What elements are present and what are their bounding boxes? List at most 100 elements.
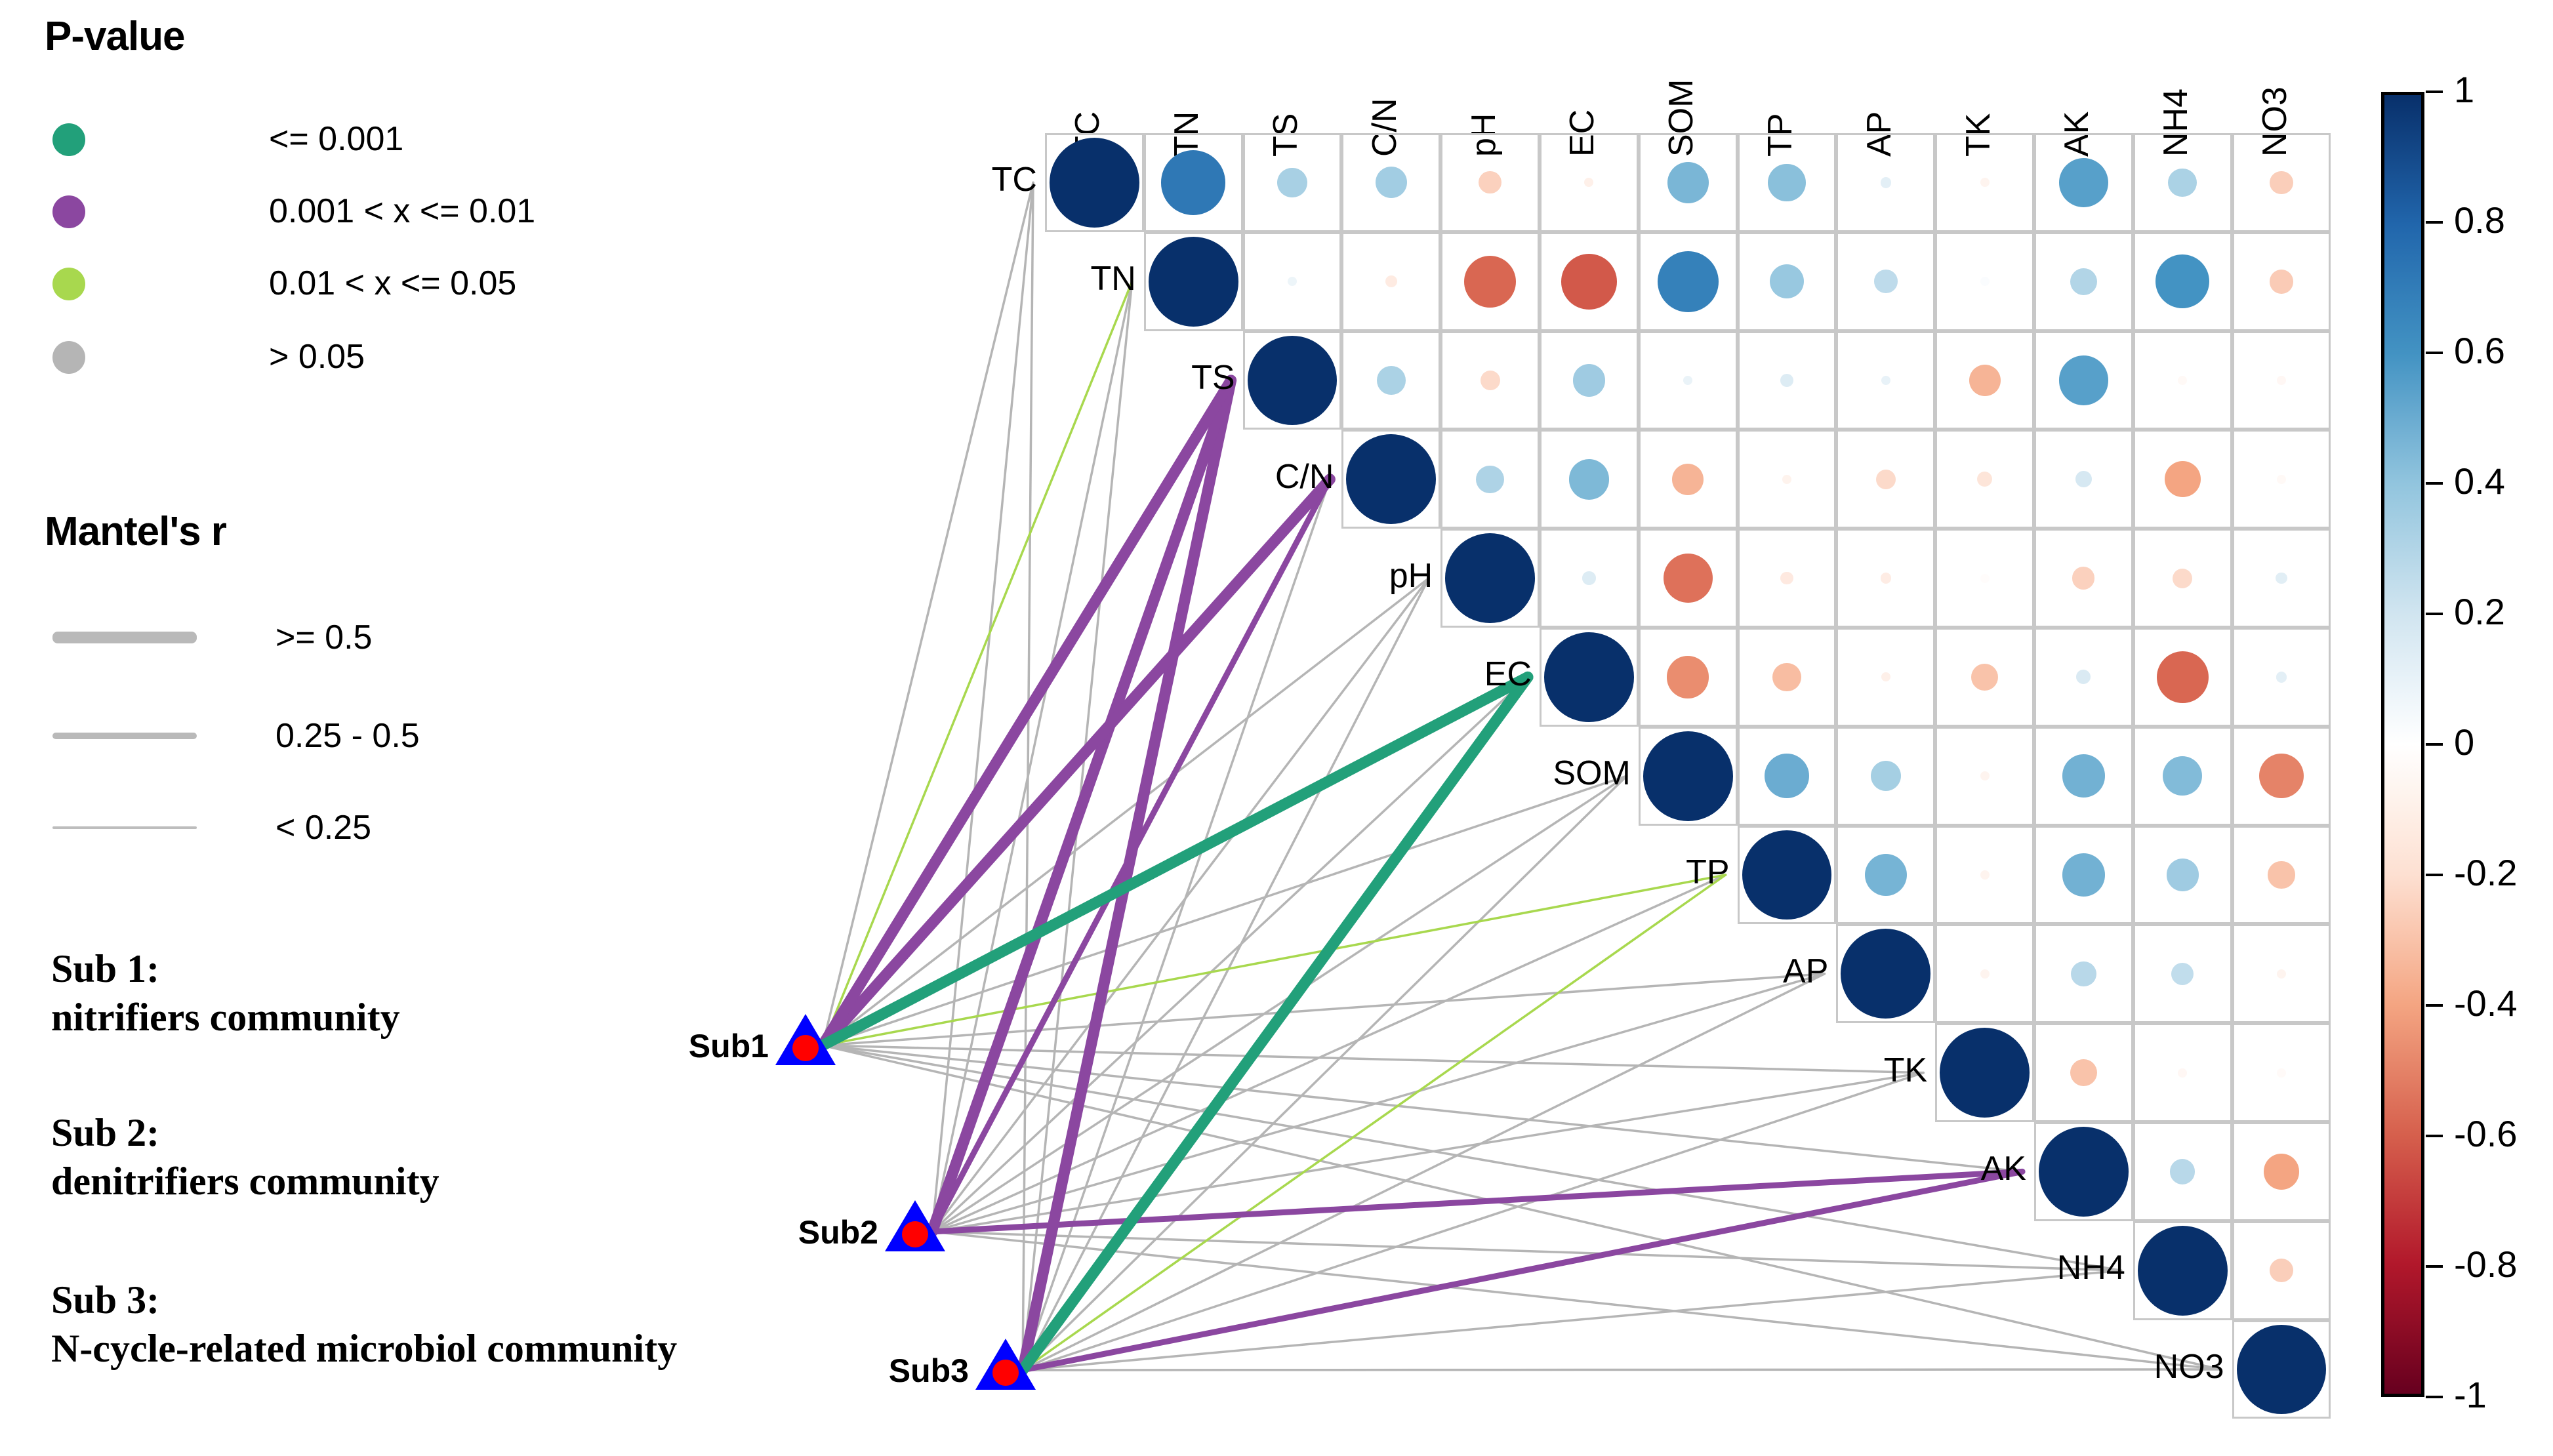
matrix-cell [1638,529,1738,628]
matrix-bubble [1969,365,2001,396]
colorbar-tick-mark [2426,482,2443,485]
mantel-edge [931,874,1727,1233]
matrix-row-header: TP [1686,853,1730,891]
mantel-legend-item: < 0.25 [39,807,695,853]
matrix-bubble [1881,375,1890,385]
matrix-cell [1836,133,1936,232]
mantel-edge [1021,280,1134,1371]
matrix-bubble [1880,573,1891,584]
node-center-dot-icon [902,1221,928,1247]
pvalue-legend-title: P-value [45,14,186,59]
mantel-legend-title: Mantel's r [45,509,227,554]
matrix-cell [1143,232,1243,331]
matrix-bubble [1561,253,1617,310]
matrix-bubble [1683,375,1693,385]
matrix-cell [1440,529,1540,628]
matrix-cell [1836,331,1936,430]
matrix-cell [2232,430,2331,529]
mantel-legend-label: >= 0.5 [276,618,373,657]
matrix-bubble [1976,472,1993,487]
matrix-cell [1737,331,1837,430]
matrix-cell [1935,133,2034,232]
subgroup-label: denitrifiers community [51,1160,439,1203]
matrix-cell [2232,825,2331,925]
matrix-bubble [1971,663,1999,691]
colorbar-tick-label: 0.2 [2454,591,2505,632]
matrix-bubble [2168,168,2197,197]
matrix-bubble [1768,163,1806,202]
matrix-cell [1935,924,2034,1024]
matrix-bubble [2276,572,2287,584]
matrix-bubble [1874,270,1898,293]
matrix-bubble [2178,375,2188,385]
matrix-cell [2034,133,2133,232]
mantel-edge [1021,478,1332,1371]
matrix-bubble [2076,670,2091,685]
matrix-cell [1737,726,1837,826]
matrix-row-header: TK [1883,1051,1928,1089]
colorbar-tick-label: -0.2 [2454,852,2518,893]
matrix-cell [1638,232,1738,331]
mantel-legend-label: < 0.25 [276,809,372,847]
matrix-cell [1341,232,1441,331]
matrix-cell [2232,232,2331,331]
pvalue-dot-icon [52,268,85,300]
mantel-edge [821,576,1430,1047]
matrix-cell [2232,1122,2331,1221]
pvalue-legend-label: > 0.05 [269,338,365,376]
pvalue-dot-icon [52,195,85,228]
matrix-cell [1638,331,1738,430]
mantel-edge [931,1071,1925,1233]
mantel-edge [1021,973,1826,1371]
mantel-edge [821,775,1628,1047]
matrix-cell [1935,430,2034,529]
matrix-row-header: TN [1090,260,1136,298]
subgroup-key: Sub 1: [51,947,160,990]
pvalue-legend-label: 0.001 < x <= 0.01 [269,192,536,230]
matrix-cell [1638,133,1738,232]
matrix-bubble [1346,434,1437,525]
matrix-bubble [1780,572,1793,585]
matrix-cell [1540,430,1639,529]
matrix-cell [2133,825,2232,925]
mantel-edge [817,671,1534,1051]
matrix-cell [1440,331,1540,430]
subgroup-label: nitrifiers community [51,996,400,1039]
matrix-bubble [1657,251,1719,312]
matrix-bubble [2276,969,2286,979]
matrix-bubble [2178,1068,2188,1078]
matrix-cell [2232,133,2331,232]
matrix-cell [2133,1122,2232,1221]
matrix-cell [2034,331,2133,430]
matrix-cell [2232,1221,2331,1320]
matrix-cell [1737,430,1837,529]
matrix-bubble [2156,651,2209,704]
matrix-cell [1836,232,1936,331]
pvalue-legend-item: 0.01 < x <= 0.05 [39,262,695,308]
matrix-bubble [1770,264,1804,299]
matrix-cell [2232,924,2331,1024]
matrix-row-header: NO3 [2154,1348,2224,1386]
matrix-bubble [2269,269,2294,294]
mantel-legend-label: 0.25 - 0.5 [276,717,420,755]
matrix-bubble [1742,830,1832,920]
matrix-bubble [1584,178,1594,188]
matrix-cell [2232,726,2331,826]
subgroup-description: Sub 1: nitrifiers community [51,944,400,1041]
subgroup-key: Sub 2: [51,1111,160,1154]
matrix-cell [1836,924,1936,1024]
matrix-cell [2133,529,2232,628]
matrix-bubble [1782,474,1791,484]
pvalue-dot-icon [52,341,85,374]
matrix-bubble [1572,364,1605,397]
matrix-cell [1638,726,1738,826]
matrix-cell [1540,529,1639,628]
matrix-bubble [1667,161,1709,203]
pvalue-legend-label: <= 0.001 [269,120,404,158]
matrix-bubble [1643,731,1733,821]
matrix-cell [1440,232,1540,331]
matrix-bubble [2276,1068,2286,1078]
matrix-bubble [1980,870,1990,880]
matrix-cell [2034,232,2133,331]
subgroup-description: Sub 3:N-cycle-related microbiol communit… [51,1276,677,1373]
